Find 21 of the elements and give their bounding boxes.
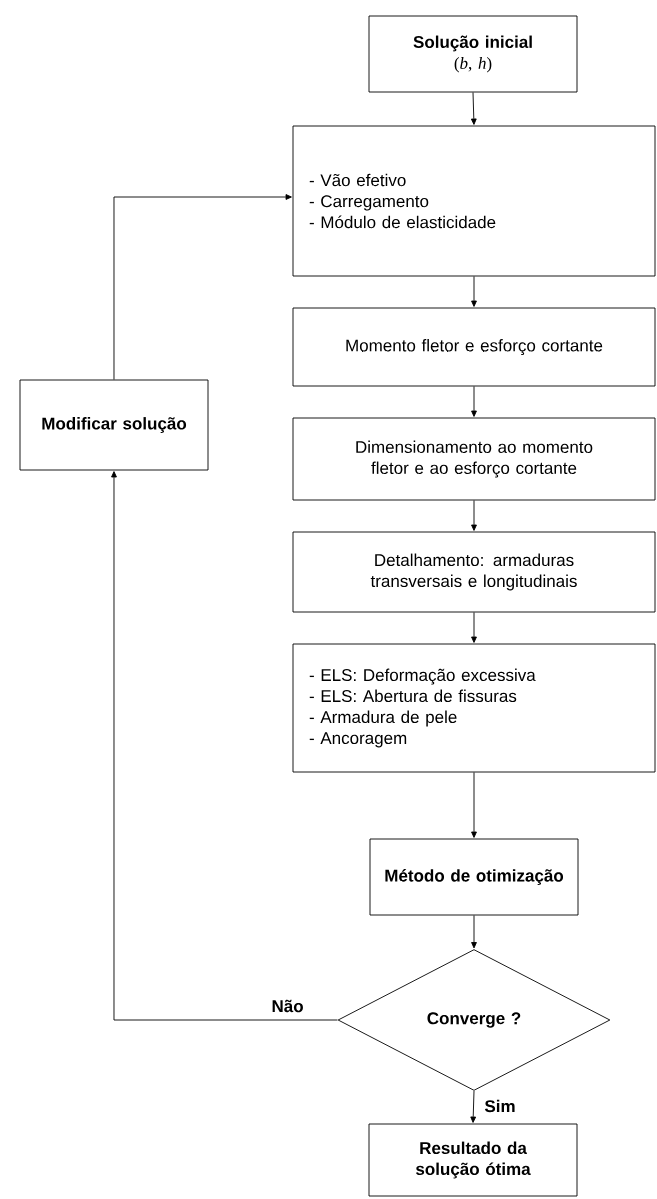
arrow [471, 915, 477, 949]
start-box: Solução inicial (b, h) [368, 15, 578, 93]
edge-label: Sim [483, 1098, 517, 1114]
arrow [470, 92, 477, 125]
arrow [111, 471, 338, 1021]
result-box: Resultado da solução ótima [368, 1123, 578, 1197]
arrow [471, 612, 477, 643]
bold-box: Modificar solução [19, 379, 209, 471]
process-box: Dimensionamento ao momento fletor e ao esforço cortante [292, 417, 656, 501]
arrow [470, 1090, 477, 1123]
arrow [471, 386, 477, 417]
arrow [113, 194, 292, 380]
process-box: Momento fletor e esforço cortante [292, 307, 656, 387]
process-box: - ELS: Deformação excessiva - ELS: Abertura de fissuras - Armadura de pele - Ancoragem [292, 643, 656, 773]
process-box: - Vão efetivo - Carregamento - Módulo de elasticidade [292, 125, 656, 277]
bold-box: Método de otimização [369, 838, 579, 916]
arrow [471, 772, 477, 838]
arrow [471, 500, 477, 531]
arrow [471, 276, 477, 307]
process-box: Detalhamento: armaduras transversais e longitudinais [292, 531, 656, 613]
edge-label: Não [270, 998, 305, 1014]
